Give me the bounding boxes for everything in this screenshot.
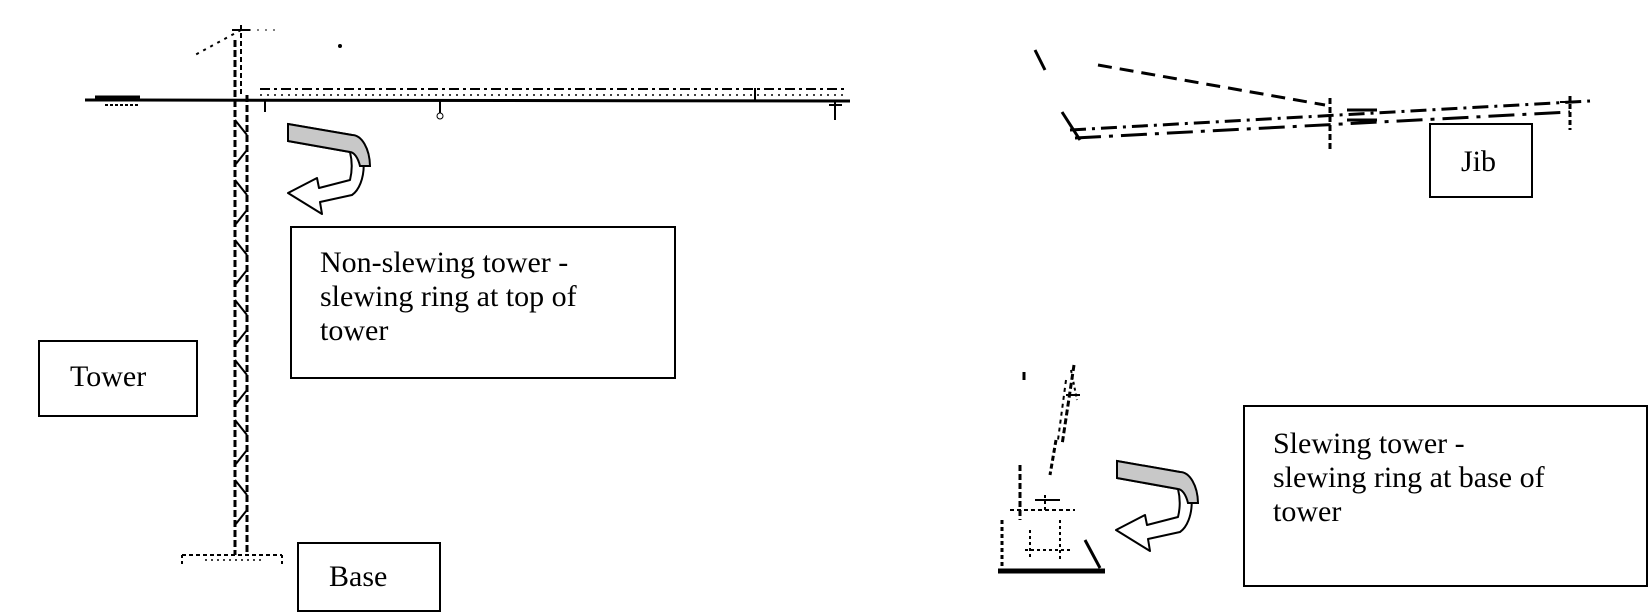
- right-tower-mast: [1018, 364, 1080, 520]
- slewing-line-1: Slewing tower -: [1273, 427, 1465, 460]
- non-slewing-tower-label: Non-slewing tower - slewing ring at top …: [290, 226, 676, 379]
- slewing-line-3: tower: [1273, 495, 1342, 528]
- left-jib: [84, 88, 851, 120]
- curved-arrow-top: [287, 122, 372, 215]
- tower-base: [181, 554, 283, 565]
- non-slewing-line-2: slewing ring at top of: [320, 280, 577, 313]
- curved-arrow-bottom: [1115, 459, 1200, 552]
- right-jib: [1033, 49, 1591, 150]
- tower-label-text: Tower: [70, 360, 147, 393]
- right-base: [998, 495, 1105, 574]
- jib-label-text: Jib: [1461, 145, 1497, 178]
- non-slewing-line-1: Non-slewing tower -: [320, 246, 569, 279]
- tower-apex: [194, 25, 342, 95]
- slewing-crane: [998, 49, 1591, 574]
- tower-label: Tower: [38, 340, 198, 417]
- slewing-tower-label: Slewing tower - slewing ring at base of …: [1243, 405, 1648, 587]
- slewing-line-2: slewing ring at base of: [1273, 461, 1545, 494]
- base-label: Base: [297, 542, 441, 612]
- non-slewing-crane: [84, 25, 851, 565]
- tower-mast: [233, 40, 249, 555]
- non-slewing-line-3: tower: [320, 314, 389, 347]
- base-label-text: Base: [329, 560, 388, 593]
- jib-label: Jib: [1429, 123, 1533, 198]
